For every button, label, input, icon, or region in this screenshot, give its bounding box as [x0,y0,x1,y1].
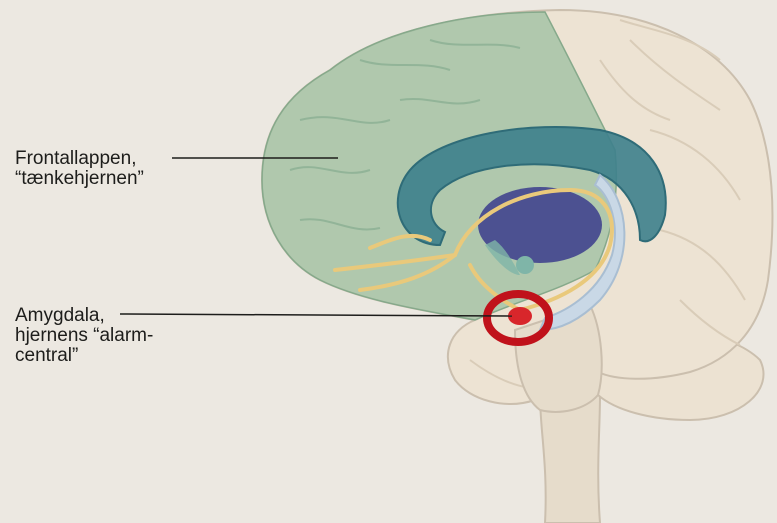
amygdala-label-line2: hjernens “alarm- [15,326,153,346]
amygdala-label: Amygdala, hjernens “alarm- central” [15,306,153,366]
mammillary-body [516,256,534,274]
frontal-lobe-label-line1: Frontallappen, [15,149,144,169]
amygdala-label-line3: central” [15,346,153,366]
amygdala-label-line1: Amygdala, [15,306,153,326]
frontal-lobe-label-line2: “tænkehjernen” [15,169,144,189]
brain-stem [540,395,600,523]
frontal-lobe-label: Frontallappen, “tænkehjernen” [15,149,144,189]
